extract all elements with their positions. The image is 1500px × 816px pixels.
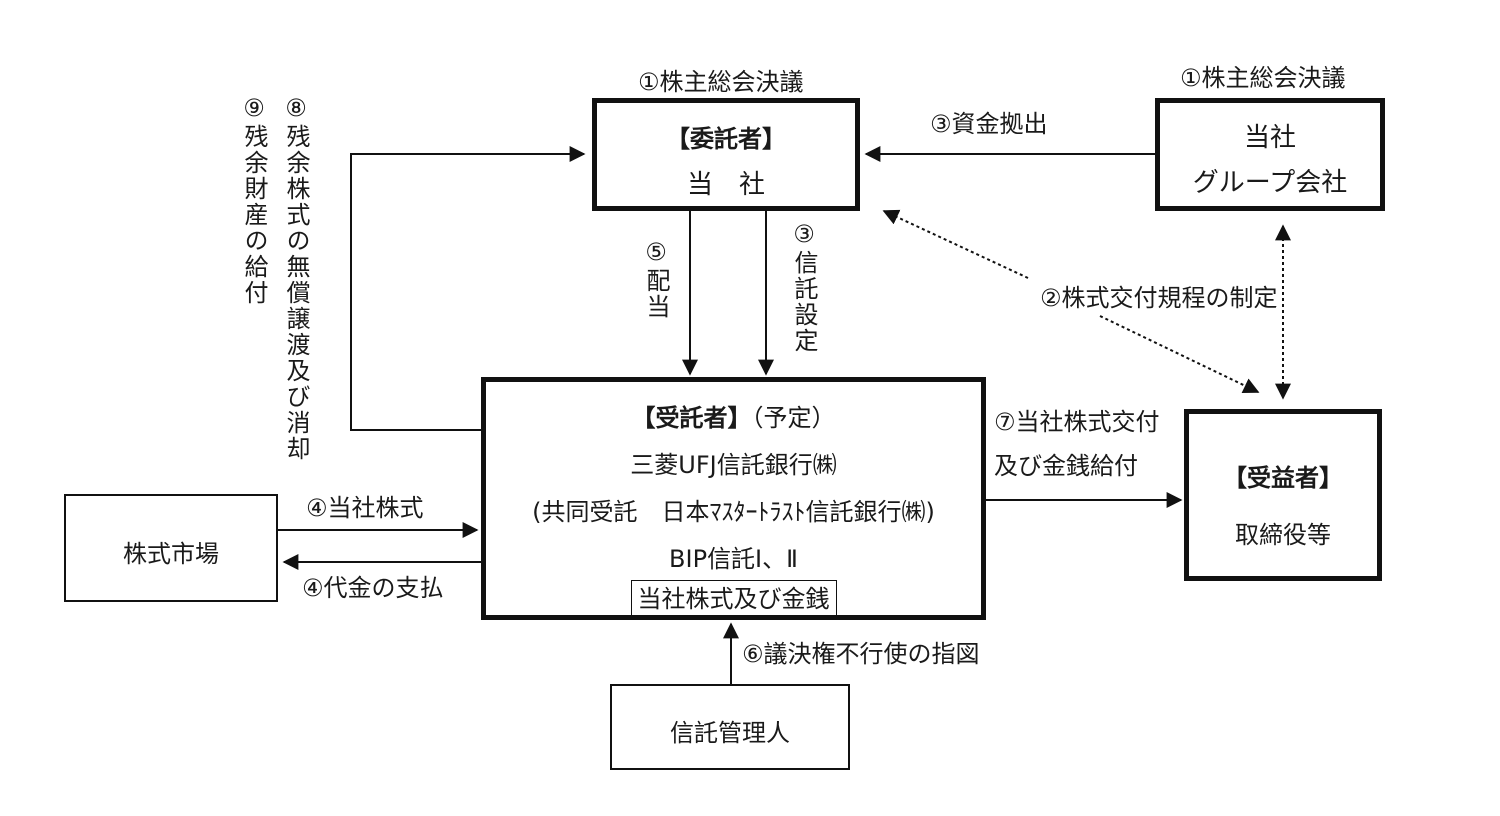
trustee-bank: 三菱UFJ信託銀行㈱	[630, 451, 837, 479]
beneficiary-title: 【受益者】	[1223, 464, 1343, 492]
group-line1: 当社	[1243, 123, 1296, 153]
label-step7-line2: 及び金銭給付	[994, 452, 1138, 480]
market-name: 株式市場	[123, 540, 219, 568]
label-step4-payment: ④代金の支払	[302, 574, 444, 602]
arrow-rules-to-beneficiary	[1099, 315, 1260, 393]
trustee-assets-line: 当社株式及び金銭	[486, 580, 981, 618]
beneficiary-name: 取締役等	[1235, 521, 1331, 549]
label-step6: ⑥議決権不行使の指図	[742, 640, 980, 668]
trustee-cotrustee: (共同受託 日本ﾏｽﾀｰﾄﾗｽﾄ信託銀行㈱)	[532, 498, 935, 526]
trustee-title: 【受託者】	[631, 404, 752, 432]
label-step9: ⑨残余財産の給付	[240, 94, 268, 306]
trustor-title: 【委託者】	[666, 125, 786, 153]
label-step3-trust: ③信託設定	[790, 220, 818, 354]
label-step8: ⑧残余株式の無償譲渡及び消却	[282, 94, 310, 462]
trustor-box: 【委託者】 当 社	[592, 98, 860, 211]
trustee-assets: 当社株式及び金銭	[630, 580, 837, 618]
trustee-title-line: 【受託者】（予定）	[486, 398, 981, 433]
trustor-name: 当 社	[686, 170, 765, 200]
label-step1-trustor: ①株主総会決議	[638, 68, 804, 96]
group-box: 当社 グループ会社	[1155, 98, 1385, 211]
trustee-trust-name: BIP信託Ⅰ、Ⅱ	[669, 545, 798, 573]
arrow-rules-to-trustor	[882, 209, 1029, 279]
trustee-title-suffix: （予定）	[751, 404, 836, 432]
administrator-name: 信託管理人	[670, 719, 790, 747]
administrator-box: 信託管理人	[610, 684, 850, 770]
arrow-residual	[350, 146, 586, 431]
label-step4-shares: ④当社株式	[306, 494, 424, 522]
trustee-box: 【受託者】（予定） 三菱UFJ信託銀行㈱ (共同受託 日本ﾏｽﾀｰﾄﾗｽﾄ信託銀…	[481, 377, 986, 620]
label-step5-dividend: ⑤配当	[642, 238, 670, 320]
label-step7-line1: ⑦当社株式交付	[994, 408, 1160, 436]
label-step3-funding: ③資金拠出	[930, 110, 1048, 138]
beneficiary-box: 【受益者】 取締役等	[1184, 409, 1382, 581]
market-box: 株式市場	[64, 494, 278, 602]
label-step1-group: ①株主総会決議	[1180, 64, 1346, 92]
label-step2-rules: ②株式交付規程の制定	[1040, 284, 1278, 312]
group-line2: グループ会社	[1192, 168, 1348, 198]
